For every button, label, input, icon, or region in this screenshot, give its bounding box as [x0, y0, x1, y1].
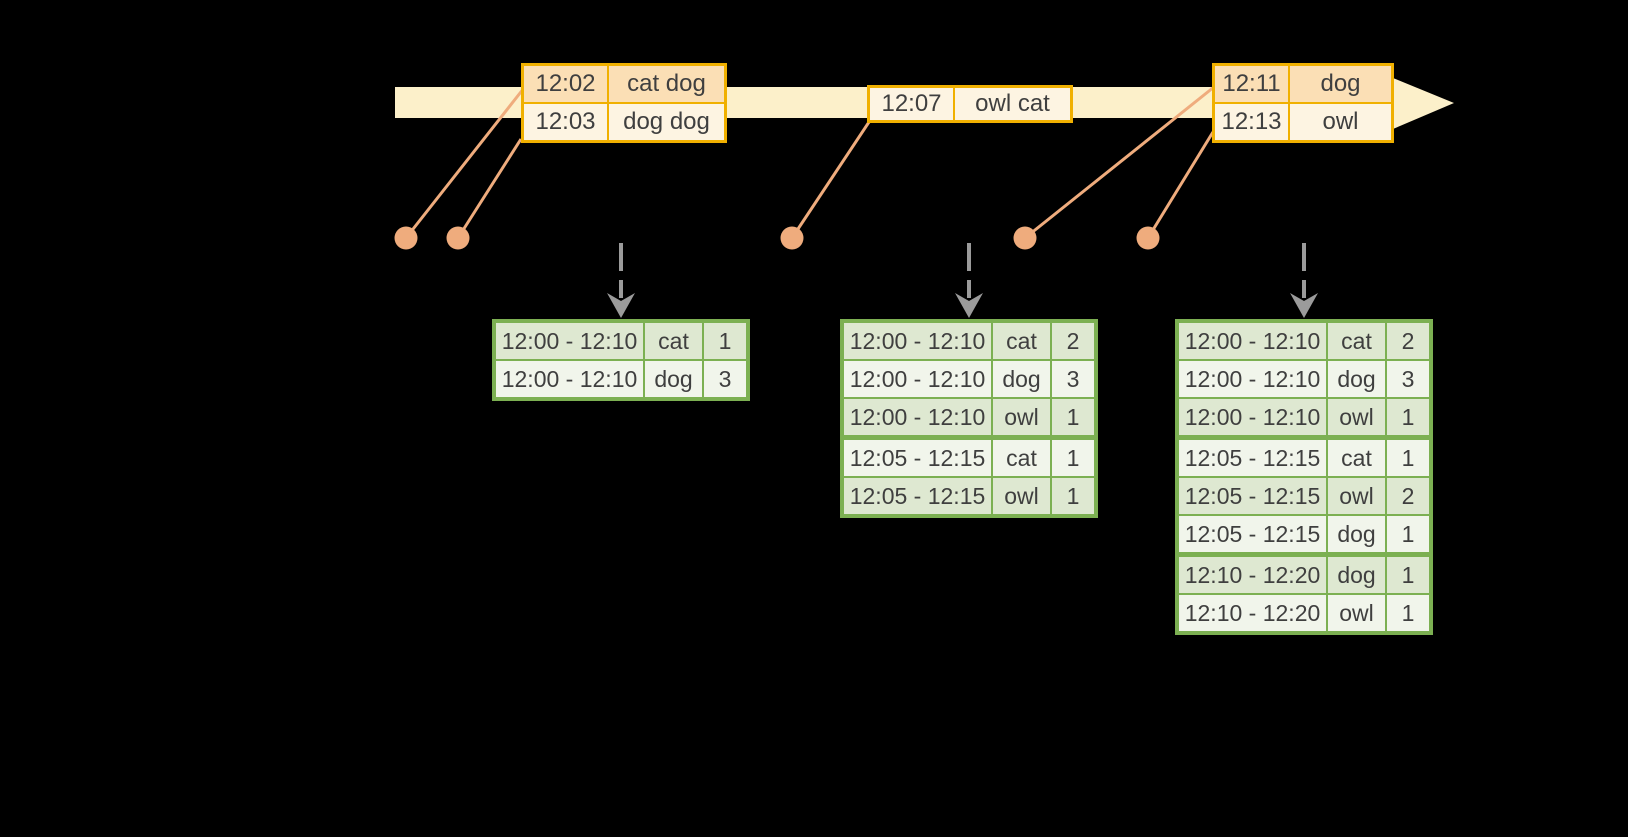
window-cell: 12:00 - 12:10	[1179, 323, 1326, 359]
word-cell: cat	[645, 323, 702, 359]
count-cell: 1	[1052, 478, 1094, 514]
result-row: 12:00 - 12:10 owl 1	[1179, 399, 1429, 435]
event-words-cell: cat dog	[609, 66, 724, 102]
word-cell: cat	[1328, 440, 1385, 476]
event-time-cell: 12:11	[1215, 66, 1288, 102]
result-table-2: 12:00 - 12:10 cat 2 12:00 - 12:10 dog 3 …	[840, 319, 1098, 518]
count-cell: 1	[704, 323, 746, 359]
word-cell: cat	[1328, 323, 1385, 359]
window-cell: 12:05 - 12:15	[844, 440, 991, 476]
window-cell: 12:05 - 12:15	[1179, 478, 1326, 514]
event-batch-table-1: 12:02 cat dog 12:03 dog dog	[521, 63, 727, 143]
result-row: 12:00 - 12:10 cat 2	[844, 323, 1094, 359]
result-row: 12:00 - 12:10 dog 3	[844, 361, 1094, 397]
count-cell: 1	[1052, 399, 1094, 435]
trigger-arrow-icon	[1290, 243, 1318, 318]
count-cell: 1	[1052, 440, 1094, 476]
result-row: 12:00 - 12:10 cat 2	[1179, 323, 1429, 359]
trigger-arrow-icon	[955, 243, 983, 318]
count-cell: 1	[1387, 557, 1429, 593]
window-cell: 12:00 - 12:10	[1179, 399, 1326, 435]
event-time-cell: 12:13	[1215, 104, 1288, 140]
result-row: 12:05 - 12:15 owl 1	[844, 478, 1094, 514]
result-row: 12:00 - 12:10 cat 1	[496, 323, 746, 359]
window-cell: 12:05 - 12:15	[1179, 440, 1326, 476]
word-cell: owl	[993, 478, 1050, 514]
word-cell: cat	[993, 440, 1050, 476]
event-dot	[780, 226, 804, 250]
word-cell: dog	[993, 361, 1050, 397]
result-row: 12:05 - 12:15 cat 1	[1179, 440, 1429, 476]
count-cell: 3	[704, 361, 746, 397]
connector-line	[790, 121, 871, 239]
event-words-cell: dog	[1290, 66, 1391, 102]
word-cell: owl	[1328, 399, 1385, 435]
word-cell: owl	[993, 399, 1050, 435]
result-row: 12:05 - 12:15 dog 1	[1179, 516, 1429, 552]
result-row: 12:05 - 12:15 owl 2	[1179, 478, 1429, 514]
word-cell: owl	[1328, 595, 1385, 631]
event-words-cell: owl	[1290, 104, 1391, 140]
window-cell: 12:00 - 12:10	[1179, 361, 1326, 397]
result-table-1: 12:00 - 12:10 cat 1 12:00 - 12:10 dog 3	[492, 319, 750, 401]
event-dot	[1013, 226, 1037, 250]
result-row: 12:10 - 12:20 dog 1	[1179, 557, 1429, 593]
trigger-arrow-icon	[607, 243, 635, 318]
count-cell: 1	[1387, 399, 1429, 435]
result-row: 12:00 - 12:10 dog 3	[496, 361, 746, 397]
count-cell: 2	[1387, 478, 1429, 514]
window-cell: 12:05 - 12:15	[844, 478, 991, 514]
count-cell: 3	[1387, 361, 1429, 397]
window-cell: 12:00 - 12:10	[496, 323, 643, 359]
count-cell: 2	[1387, 323, 1429, 359]
count-cell: 1	[1387, 595, 1429, 631]
timeline-arrowhead-icon	[1393, 78, 1454, 129]
event-time-cell: 12:07	[870, 88, 953, 120]
event-dot	[1136, 226, 1160, 250]
connector-line	[1146, 131, 1215, 239]
word-cell: cat	[993, 323, 1050, 359]
result-row: 12:00 - 12:10 dog 3	[1179, 361, 1429, 397]
event-batch-table-3: 12:11 dog 12:13 owl	[1212, 63, 1394, 143]
connector-line	[1024, 85, 1215, 240]
event-words-cell: dog dog	[609, 104, 724, 140]
result-row: 12:00 - 12:10 owl 1	[844, 399, 1094, 435]
word-cell: dog	[1328, 361, 1385, 397]
connector-line	[404, 87, 526, 239]
event-words-cell: owl cat	[955, 88, 1070, 120]
count-cell: 1	[1387, 516, 1429, 552]
window-cell: 12:05 - 12:15	[1179, 516, 1326, 552]
window-cell: 12:00 - 12:10	[844, 361, 991, 397]
result-row: 12:10 - 12:20 owl 1	[1179, 595, 1429, 631]
connector-line	[456, 138, 523, 239]
word-cell: dog	[1328, 516, 1385, 552]
window-cell: 12:00 - 12:10	[496, 361, 643, 397]
result-table-3: 12:00 - 12:10 cat 2 12:00 - 12:10 dog 3 …	[1175, 319, 1433, 635]
window-cell: 12:00 - 12:10	[844, 399, 991, 435]
count-cell: 2	[1052, 323, 1094, 359]
event-time-cell: 12:03	[524, 104, 607, 140]
window-cell: 12:00 - 12:10	[844, 323, 991, 359]
word-cell: owl	[1328, 478, 1385, 514]
word-cell: dog	[1328, 557, 1385, 593]
count-cell: 1	[1387, 440, 1429, 476]
word-cell: dog	[645, 361, 702, 397]
window-cell: 12:10 - 12:20	[1179, 595, 1326, 631]
count-cell: 3	[1052, 361, 1094, 397]
event-dot	[394, 226, 418, 250]
event-dot	[446, 226, 470, 250]
result-row: 12:05 - 12:15 cat 1	[844, 440, 1094, 476]
event-time-cell: 12:02	[524, 66, 607, 102]
window-cell: 12:10 - 12:20	[1179, 557, 1326, 593]
event-batch-table-2: 12:07 owl cat	[867, 85, 1073, 123]
